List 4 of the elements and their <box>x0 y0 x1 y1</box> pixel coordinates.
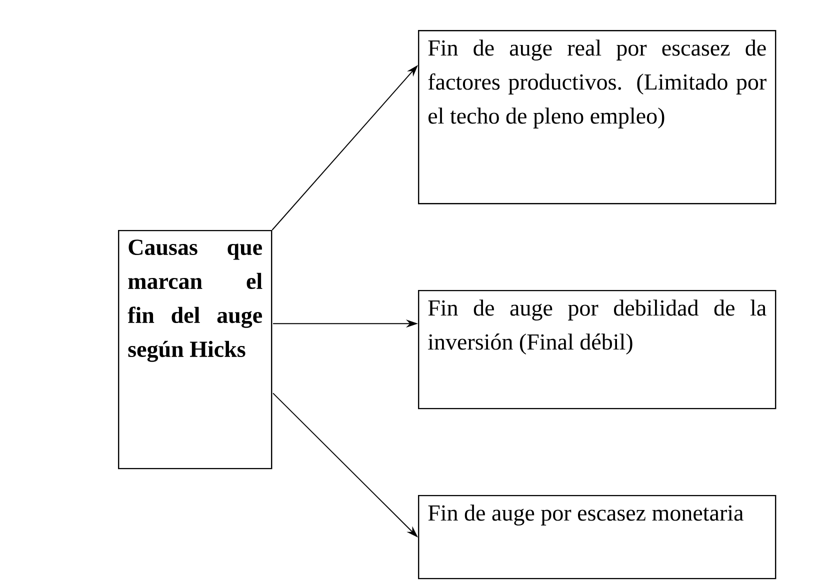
text-box: Fin de auge real por escasez de factores productivos. (Limitado por el techo de pleno empleo) <box>418 30 776 204</box>
text-box: Fin de auge por debilidad de la inversión (Final débil) <box>418 290 776 410</box>
text-box: Fin de auge por escasez monetaria <box>418 494 776 580</box>
text-box: Causas que marcan el fin del auge según Hicks <box>118 230 272 470</box>
